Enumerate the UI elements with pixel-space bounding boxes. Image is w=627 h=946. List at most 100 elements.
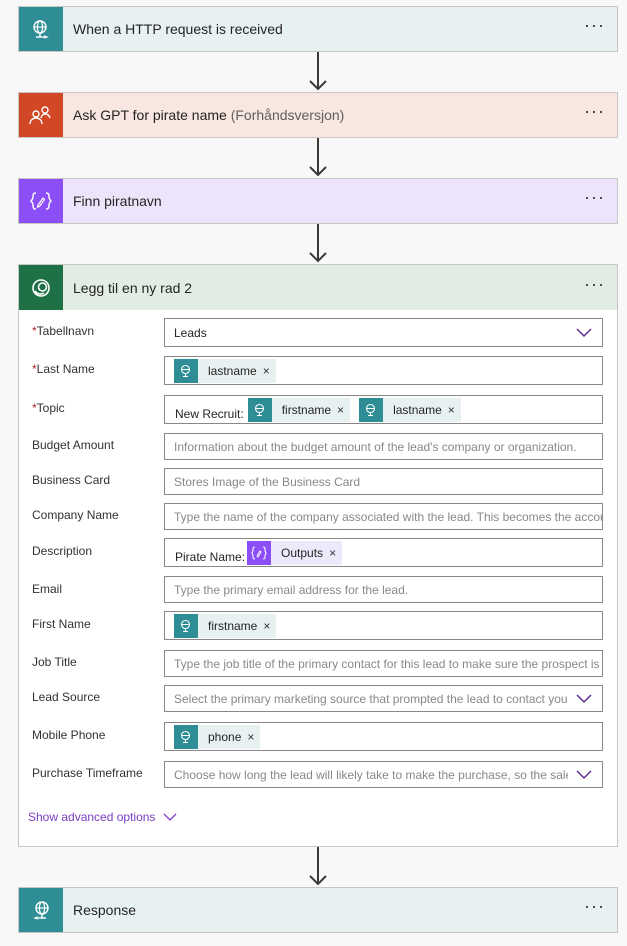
field-label: First Name (32, 617, 91, 631)
step-response[interactable]: Response ··· (18, 887, 618, 933)
field-purchase-timeframe: Purchase Timeframe Choose how long the l… (19, 761, 617, 789)
dataverse-icon (19, 265, 63, 310)
field-label: Business Card (32, 473, 111, 487)
field-label: Mobile Phone (32, 728, 106, 742)
more-options-icon[interactable]: ··· (584, 896, 605, 916)
step-title: When a HTTP request is received (73, 21, 283, 37)
required-mark: * (32, 401, 37, 415)
chevron-down-icon[interactable] (576, 693, 592, 704)
token-label: Outputs (281, 545, 324, 560)
token-label: lastname (208, 363, 257, 378)
placeholder-text: Type the job title of the primary contac… (174, 656, 602, 671)
token-label: lastname (393, 402, 442, 417)
step-title: Ask GPT for pirate name (73, 107, 227, 123)
step-title: Response (73, 902, 137, 918)
show-advanced-options-link[interactable]: Show advanced options (28, 810, 177, 824)
more-options-icon[interactable]: ··· (584, 101, 605, 121)
compose-icon (247, 540, 272, 565)
placeholder-text: Type the primary email address for the l… (174, 582, 409, 597)
field-business-card: Business Card Stores Image of the Busine… (19, 468, 617, 496)
chevron-down-icon[interactable] (576, 327, 592, 338)
globe-response-icon (19, 888, 63, 932)
topic-input[interactable]: New Recruit: firstname × lastname × (164, 395, 603, 424)
company-name-input[interactable]: Type the name of the company associated … (164, 503, 603, 530)
placeholder-text: Stores Image of the Business Card (174, 474, 361, 489)
field-label: Tabellnavn (36, 324, 95, 338)
description-input[interactable]: Pirate Name: Outputs × (164, 538, 603, 567)
required-mark: * (32, 362, 37, 376)
remove-token-icon[interactable]: × (447, 402, 455, 417)
step-add-row-header[interactable]: Legg til en ny rad 2 ··· (19, 265, 617, 310)
business-card-input[interactable]: Stores Image of the Business Card (164, 468, 603, 495)
step-title: Legg til en ny rad 2 (73, 279, 193, 296)
token-outputs[interactable]: Outputs × (247, 540, 343, 565)
token-firstname[interactable]: firstname × (247, 397, 351, 422)
compose-icon (19, 179, 63, 223)
show-advanced-label: Show advanced options (28, 810, 156, 824)
field-lead-source: Lead Source Select the primary marketing… (19, 685, 617, 713)
ai-people-icon (19, 93, 63, 137)
step-subtitle: (Forhåndsversjon) (230, 107, 345, 123)
table-name-dropdown[interactable]: Leads (164, 318, 603, 347)
field-label: Job Title (32, 655, 77, 669)
placeholder-text: Choose how long the lead will likely tak… (174, 767, 602, 782)
mobile-phone-input[interactable]: phone × (164, 722, 603, 751)
field-email: Email Type the primary email address for… (19, 576, 617, 604)
globe-request-icon (174, 358, 198, 383)
token-lastname[interactable]: lastname × (174, 358, 276, 383)
field-topic: *Topic New Recruit: firstname × lastname… (19, 395, 617, 425)
placeholder-text: Information about the budget amount of t… (174, 439, 577, 454)
token-lastname[interactable]: lastname × (359, 397, 461, 422)
job-title-input[interactable]: Type the job title of the primary contac… (164, 650, 603, 677)
connector-arrow (308, 52, 328, 92)
more-options-icon[interactable]: ··· (584, 187, 605, 207)
field-label: Topic (36, 401, 65, 415)
remove-token-icon[interactable]: × (247, 729, 255, 744)
globe-request-icon (247, 397, 272, 422)
remove-token-icon[interactable]: × (263, 618, 271, 633)
remove-token-icon[interactable]: × (329, 545, 337, 560)
step-http-trigger[interactable]: When a HTTP request is received ··· (18, 6, 618, 52)
token-label: firstname (281, 402, 332, 417)
field-table-name: *Tabellnavn Leads (19, 318, 617, 348)
field-first-name: First Name firstname × (19, 611, 617, 641)
field-label: Budget Amount (32, 438, 115, 452)
field-last-name: *Last Name lastname × (19, 356, 617, 386)
field-label: Last Name (36, 362, 95, 376)
topic-prefix-text: New Recruit: (175, 406, 244, 421)
chevron-down-icon (163, 813, 177, 821)
globe-request-icon (19, 7, 63, 51)
placeholder-text: Select the primary marketing source that… (174, 691, 568, 706)
field-description: Description Pirate Name: Outputs × (19, 538, 617, 568)
remove-token-icon[interactable]: × (337, 402, 345, 417)
field-label: Purchase Timeframe (32, 766, 143, 780)
step-ask-gpt[interactable]: Ask GPT for pirate name (Forhåndsversjon… (18, 92, 618, 138)
field-mobile-phone: Mobile Phone phone × (19, 722, 617, 752)
purchase-timeframe-dropdown[interactable]: Choose how long the lead will likely tak… (164, 761, 603, 788)
step-compose[interactable]: Finn piratnavn ··· (18, 178, 618, 224)
token-label: phone (208, 729, 242, 744)
field-label: Email (32, 582, 63, 596)
token-firstname[interactable]: firstname × (174, 613, 277, 638)
step-title: Finn piratnavn (73, 193, 162, 209)
globe-request-icon (174, 613, 198, 638)
first-name-input[interactable]: firstname × (164, 611, 603, 640)
globe-request-icon (174, 724, 198, 749)
field-label: Company Name (32, 508, 119, 522)
placeholder-text: Type the name of the company associated … (174, 509, 602, 524)
lead-source-dropdown[interactable]: Select the primary marketing source that… (164, 685, 603, 712)
field-label: Description (32, 544, 93, 558)
field-company-name: Company Name Type the name of the compan… (19, 503, 617, 531)
email-input[interactable]: Type the primary email address for the l… (164, 576, 603, 603)
more-options-icon[interactable]: ··· (584, 15, 605, 35)
token-phone[interactable]: phone × (174, 724, 261, 749)
last-name-input[interactable]: lastname × (164, 356, 603, 385)
budget-amount-input[interactable]: Information about the budget amount of t… (164, 433, 603, 460)
chevron-down-icon[interactable] (576, 769, 592, 780)
step-add-row: Legg til en ny rad 2 ··· *Tabellnavn Lea… (18, 264, 618, 847)
connector-arrow (308, 224, 328, 264)
remove-token-icon[interactable]: × (262, 363, 270, 378)
description-prefix-text: Pirate Name: (175, 549, 246, 564)
globe-request-icon (359, 397, 384, 422)
more-options-icon[interactable]: ··· (584, 273, 605, 294)
